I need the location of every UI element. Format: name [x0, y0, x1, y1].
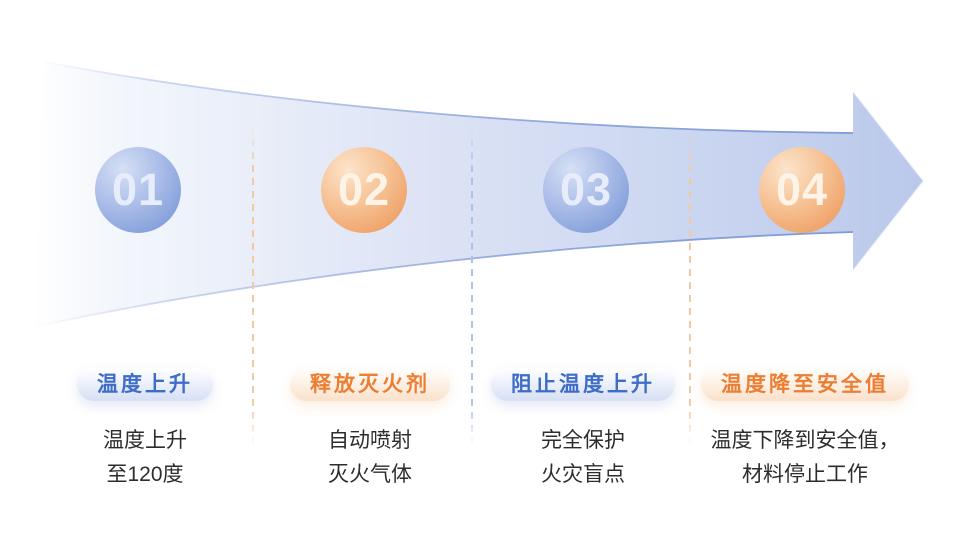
- arrow-bottom-edge: [32, 231, 854, 328]
- divider-dashed-1: [252, 126, 254, 446]
- step-3-description-line1: 完全保护: [541, 429, 625, 452]
- divider-dashed-2: [471, 126, 473, 446]
- step-4-description-line1: 温度下降到安全值，: [710, 429, 900, 452]
- step-3-number: 03: [559, 164, 613, 215]
- step-1-number-circle: 01: [95, 147, 181, 233]
- step-4-number-circle: 04: [759, 147, 845, 233]
- step-2-number-circle: 02: [321, 147, 407, 233]
- step-2-number: 02: [337, 164, 391, 215]
- step-3-description: 完全保护 火灾盲点: [541, 424, 625, 492]
- step-3-number-circle: 03: [543, 147, 629, 233]
- step-4-title-badge: 温度降至安全值: [701, 368, 909, 401]
- step-1-description-line2: 至120度: [106, 463, 184, 486]
- step-1-title-badge: 温度上升: [77, 368, 213, 401]
- arrow-head-highlight: [852, 91, 924, 271]
- step-3-title-badge: 阻止温度上升: [491, 368, 675, 401]
- step-2-title-badge: 释放灭火剂: [290, 368, 450, 401]
- step-1-description: 温度上升 至120度: [103, 424, 187, 492]
- step-2-description: 自动喷射 灭火气体: [328, 424, 412, 492]
- step-4-number: 04: [775, 164, 829, 215]
- step-2-description-line1: 自动喷射: [328, 429, 412, 452]
- step-4-description: 温度下降到安全值， 材料停止工作: [711, 424, 900, 492]
- step-4-description-line2: 材料停止工作: [742, 463, 868, 486]
- step-2-description-line2: 灭火气体: [328, 463, 412, 486]
- arrow-body: [33, 62, 923, 327]
- step-1-number: 01: [111, 164, 165, 215]
- step-1-description-line1: 温度上升: [103, 429, 187, 452]
- divider-dashed-3: [689, 126, 691, 446]
- step-3-description-line2: 火灾盲点: [541, 463, 625, 486]
- arrow-top-edge: [44, 61, 854, 134]
